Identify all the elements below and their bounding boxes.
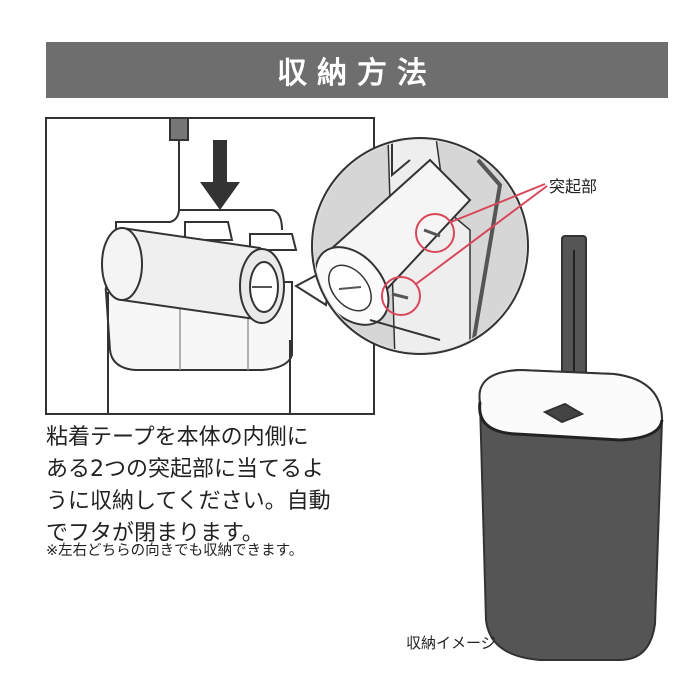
panel-frame: [45, 117, 375, 415]
roller-handle: [115, 117, 283, 232]
protrusion-marker-upper: [415, 213, 455, 253]
instruction-line: 粘着テープを本体の内側に: [46, 425, 309, 450]
instruction-line: うに収納してください。自動: [46, 489, 331, 514]
product-image: [478, 235, 664, 661]
section-header: 収納方法: [46, 42, 668, 98]
instruction-text: 粘着テープを本体の内側に ある2つの突起部に当てるよ うに収納してください。自動…: [46, 422, 426, 550]
protrusion-label: 突起部: [549, 177, 598, 196]
instruction-note: ※左右どちらの向きでも収納できます。: [46, 543, 304, 559]
protrusion-marker-lower: [381, 276, 421, 316]
case-frame-back: [184, 221, 298, 251]
tape-roller: [101, 226, 285, 324]
section-title: 収納方法: [277, 56, 437, 91]
storage-diagram-panel: [45, 117, 375, 415]
down-arrow-icon: [200, 140, 240, 210]
protrusion-callouts: [381, 183, 548, 316]
instruction-line: でフタが閉まります。: [46, 521, 264, 546]
instruction-line: ある2つの突起部に当てるよ: [46, 457, 324, 482]
image-caption: 収納イメージ: [406, 634, 496, 652]
magnified-detail: [311, 137, 529, 355]
